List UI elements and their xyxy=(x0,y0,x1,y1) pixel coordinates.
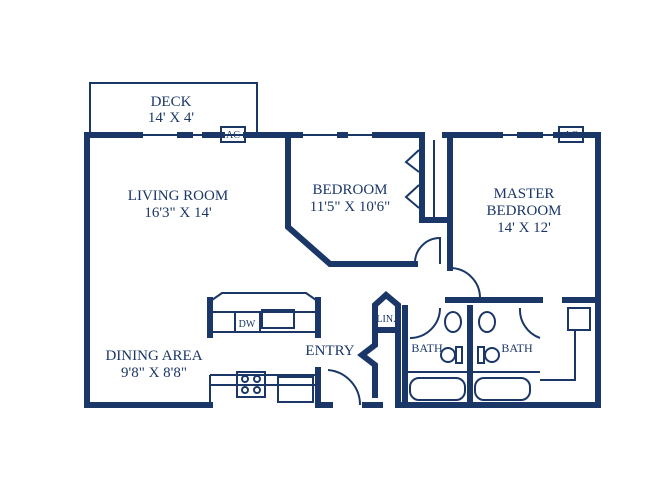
kitchen-island xyxy=(207,292,321,338)
master-bedroom-size: 14' X 12' xyxy=(497,220,551,236)
linen-label: LIN. xyxy=(376,314,395,325)
living-room-name: LIVING ROOM xyxy=(128,188,228,204)
master-bedroom-name-2: BEDROOM xyxy=(486,203,561,219)
bath-walls xyxy=(402,297,601,408)
sink-icon xyxy=(261,309,295,329)
bathtub-icon xyxy=(409,377,466,401)
entry-walls xyxy=(315,291,401,408)
stove-icon xyxy=(236,371,266,398)
dishwasher-label: DW xyxy=(239,319,256,330)
ac-label: AC xyxy=(564,130,578,141)
bath-label: BATH xyxy=(411,341,443,355)
dining-area-size: 9'8" X 8'8" xyxy=(121,365,187,381)
sink-icon xyxy=(444,311,462,333)
deck-size: 14' X 4' xyxy=(148,110,195,126)
master-bedroom-name: MASTER xyxy=(494,186,555,202)
refrigerator-icon xyxy=(277,376,314,403)
living-room-size: 16'3" X 14' xyxy=(144,205,212,221)
deck-name: DECK xyxy=(151,94,192,110)
toilet-icon xyxy=(440,347,456,363)
kitchen-counter xyxy=(209,371,318,405)
ac-unit xyxy=(220,126,246,143)
bedroom-walls xyxy=(285,132,482,299)
bath-label: BATH xyxy=(501,341,533,355)
bedroom-size: 11'5" X 10'6" xyxy=(310,199,390,215)
toilet-tank-icon xyxy=(455,346,463,364)
entry-label: ENTRY xyxy=(305,343,354,359)
sink-icon xyxy=(478,311,496,333)
toilet-tank-icon xyxy=(477,346,485,364)
dishwasher-icon xyxy=(234,311,261,333)
outer-walls xyxy=(84,132,601,408)
bedroom-name: BEDROOM xyxy=(312,182,387,198)
dining-area-name: DINING AREA xyxy=(105,348,202,364)
bathtub-icon xyxy=(474,377,531,401)
toilet-icon xyxy=(484,347,500,363)
ac-unit xyxy=(558,126,584,143)
ac-label: AC xyxy=(226,130,240,141)
